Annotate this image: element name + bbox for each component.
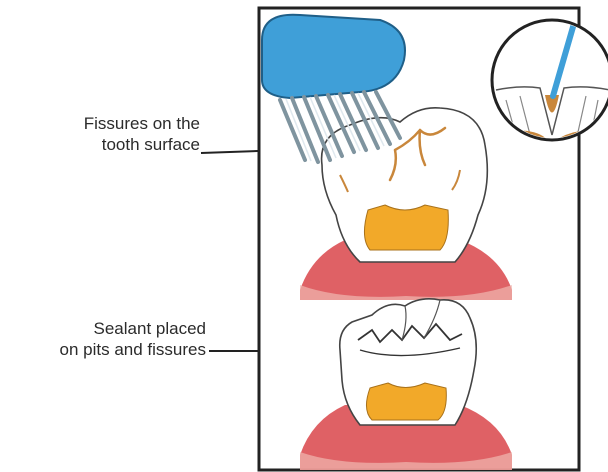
dental-illustration (0, 0, 608, 472)
